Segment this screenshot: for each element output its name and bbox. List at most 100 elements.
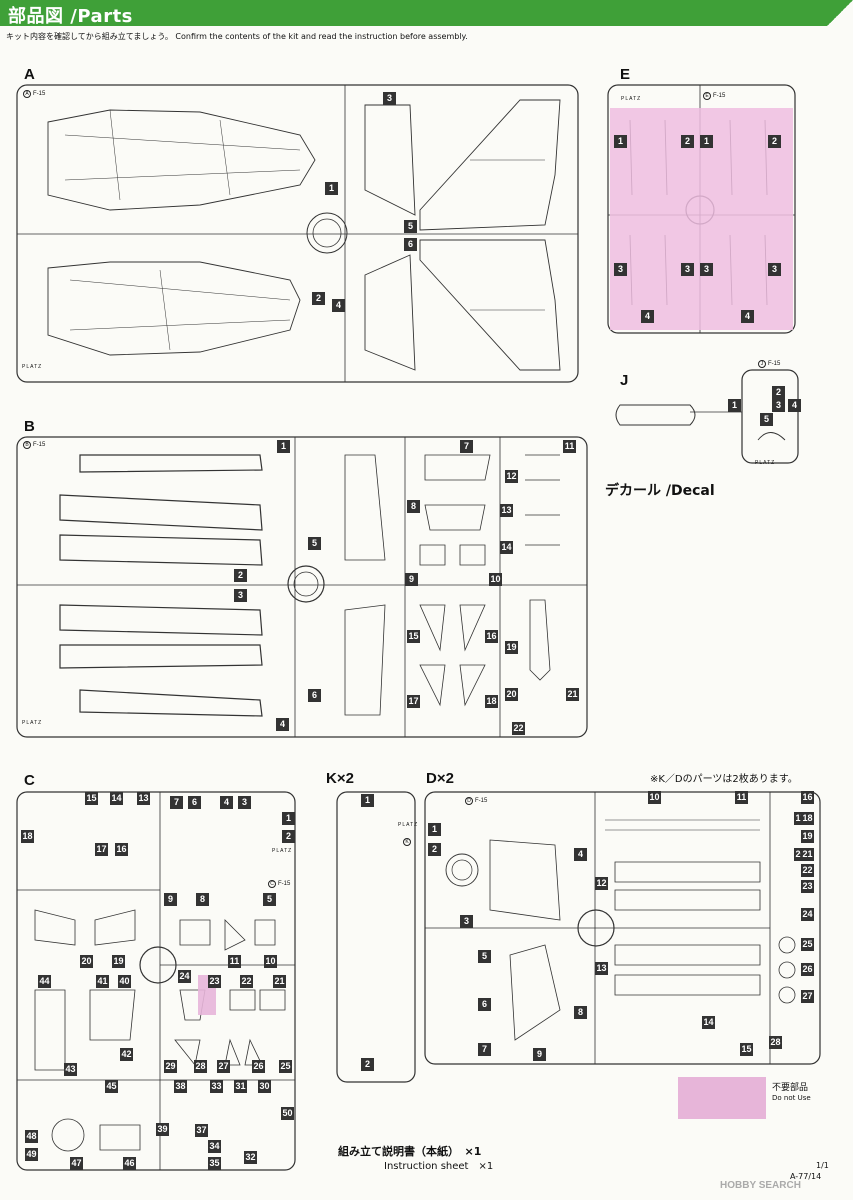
part-number-c-38: 38 xyxy=(174,1080,187,1093)
part-number-c-7: 7 xyxy=(170,796,183,809)
part-number-b-10: 10 xyxy=(489,573,502,586)
part-number-b-13: 13 xyxy=(500,504,513,517)
part-number-c-17: 17 xyxy=(95,843,108,856)
part-number-b-11: 11 xyxy=(563,440,576,453)
sprue-k-tag: K xyxy=(403,838,413,846)
sprue-e-frame xyxy=(607,84,796,334)
sprue-k-label: K×2 xyxy=(326,770,354,787)
part-number-e-3: 3 xyxy=(681,263,694,276)
part-number-c-22: 22 xyxy=(240,975,253,988)
part-number-a-1: 1 xyxy=(325,182,338,195)
part-number-b-21: 21 xyxy=(566,688,579,701)
part-number-b-22: 22 xyxy=(512,722,525,735)
sprue-a-label: A xyxy=(24,66,35,83)
part-number-d-11: 11 xyxy=(735,791,748,804)
part-number-d-16: 16 xyxy=(801,791,814,804)
part-number-c-25: 25 xyxy=(279,1060,292,1073)
unused-legend-en: Do not Use xyxy=(772,1094,811,1102)
part-number-c-26: 26 xyxy=(252,1060,265,1073)
part-number-b-20: 20 xyxy=(505,688,518,701)
part-number-c-29: 29 xyxy=(164,1060,177,1073)
part-number-c-44: 44 xyxy=(38,975,51,988)
part-number-d-8: 8 xyxy=(574,1006,587,1019)
part-number-e-1: 1 xyxy=(614,135,627,148)
sprue-b-label: B xyxy=(24,418,35,435)
part-number-b-6: 6 xyxy=(308,689,321,702)
sprue-c-frame xyxy=(16,791,296,1171)
part-number-d-9: 9 xyxy=(533,1048,546,1061)
part-number-d-23: 23 xyxy=(801,880,814,893)
platz-logo-j: PLATZ xyxy=(755,460,776,466)
part-number-b-4: 4 xyxy=(276,718,289,731)
part-number-d-21: 21 xyxy=(801,848,814,861)
part-number-d-4: 4 xyxy=(574,848,587,861)
part-number-e-2: 2 xyxy=(681,135,694,148)
part-number-d-12: 12 xyxy=(595,877,608,890)
part-number-c-39: 39 xyxy=(156,1123,169,1136)
part-number-d-25: 25 xyxy=(801,938,814,951)
page-title: 部品図 /Parts xyxy=(8,6,133,27)
part-number-b-17: 17 xyxy=(407,695,420,708)
part-number-b-12: 12 xyxy=(505,470,518,483)
part-number-c-47: 47 xyxy=(70,1157,83,1170)
platz-logo-b: PLATZ xyxy=(22,720,43,726)
part-number-c-2: 2 xyxy=(282,830,295,843)
part-number-c-21: 21 xyxy=(273,975,286,988)
part-number-c-15: 15 xyxy=(85,792,98,805)
platz-logo-e: PLATZ xyxy=(621,96,642,102)
part-number-j-1: 1 xyxy=(728,399,741,412)
part-number-c-41: 41 xyxy=(96,975,109,988)
part-number-a-6: 6 xyxy=(404,238,417,251)
unused-legend-jp: 不要部品 xyxy=(772,1083,809,1093)
part-number-c-32: 32 xyxy=(244,1151,257,1164)
part-number-c-10: 10 xyxy=(264,955,277,968)
part-number-a-4: 4 xyxy=(332,299,345,312)
kd-note: ※K／Dのパーツは2枚あります。 xyxy=(650,774,798,785)
part-number-c-18: 18 xyxy=(21,830,34,843)
part-number-k-2: 2 xyxy=(361,1058,374,1071)
part-number-d-7: 7 xyxy=(478,1043,491,1056)
part-number-c-46: 46 xyxy=(123,1157,136,1170)
part-number-b-3: 3 xyxy=(234,589,247,602)
part-number-c-48: 48 xyxy=(25,1130,38,1143)
part-number-e-1: 1 xyxy=(700,135,713,148)
part-number-d-10: 10 xyxy=(648,791,661,804)
part-number-c-23: 23 xyxy=(208,975,221,988)
part-number-c-33: 33 xyxy=(210,1080,223,1093)
part-number-d-1: 1 xyxy=(428,823,441,836)
part-number-d-14: 14 xyxy=(702,1016,715,1029)
part-number-d-3: 3 xyxy=(460,915,473,928)
part-number-b-7: 7 xyxy=(460,440,473,453)
part-number-a-2: 2 xyxy=(312,292,325,305)
part-number-c-1: 1 xyxy=(282,812,295,825)
part-number-d-27: 27 xyxy=(801,990,814,1003)
part-number-c-50: 50 xyxy=(281,1107,294,1120)
sprue-e-label: E xyxy=(620,66,631,83)
sprue-b-frame xyxy=(16,436,588,738)
part-number-c-34: 34 xyxy=(208,1140,221,1153)
part-number-c-28: 28 xyxy=(194,1060,207,1073)
part-number-b-2: 2 xyxy=(234,569,247,582)
part-number-d-13: 13 xyxy=(595,962,608,975)
part-number-j-5: 5 xyxy=(760,413,773,426)
part-number-b-8: 8 xyxy=(407,500,420,513)
part-number-e-3: 3 xyxy=(614,263,627,276)
part-number-b-19: 19 xyxy=(505,641,518,654)
part-number-d-28: 28 xyxy=(769,1036,782,1049)
instruction-sheet-en: Instruction sheet ×1 xyxy=(384,1161,494,1172)
sprue-c-label: C xyxy=(24,772,35,789)
sprue-k-frame xyxy=(336,791,416,1083)
part-number-c-3: 3 xyxy=(238,796,251,809)
sprue-j-label: J xyxy=(620,372,629,389)
page-code: A-77/14 xyxy=(790,1172,822,1181)
platz-logo-c: PLATZ xyxy=(272,848,293,854)
part-number-c-31: 31 xyxy=(234,1080,247,1093)
sprue-a-frame xyxy=(16,84,579,383)
part-number-c-43: 43 xyxy=(64,1063,77,1076)
part-number-c-14: 14 xyxy=(110,792,123,805)
part-number-j-3: 3 xyxy=(772,399,785,412)
